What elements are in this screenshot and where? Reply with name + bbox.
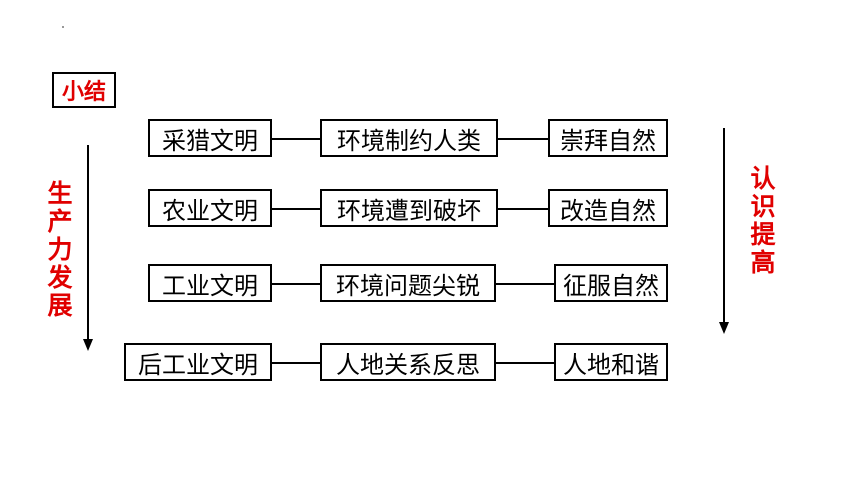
cognition-label: 认识提高 <box>750 164 776 277</box>
summary-title: 小结 <box>52 72 116 108</box>
stage-box: 农业文明 <box>148 189 272 227</box>
attitude-box: 人地和谐 <box>554 343 668 381</box>
attitude-box: 改造自然 <box>548 189 668 227</box>
connector-line <box>498 138 548 140</box>
connector-line <box>272 138 320 140</box>
relation-box: 人地关系反思 <box>320 343 496 381</box>
relation-box: 环境遭到破坏 <box>320 189 498 227</box>
relation-box: 环境制约人类 <box>320 119 498 157</box>
stage-box: 工业文明 <box>148 264 272 302</box>
connector-line <box>272 208 320 210</box>
connector-line <box>496 283 554 285</box>
attitude-box: 崇拜自然 <box>548 119 668 157</box>
productivity-label: 生产力发展 <box>47 179 73 320</box>
connector-line <box>496 362 554 364</box>
decorative-dot <box>62 26 64 28</box>
connector-line <box>272 283 320 285</box>
connector-line <box>272 362 320 364</box>
connector-line <box>498 208 548 210</box>
stage-box: 后工业文明 <box>124 343 272 381</box>
attitude-box: 征服自然 <box>554 264 668 302</box>
relation-box: 环境问题尖锐 <box>320 264 496 302</box>
stage-box: 采猎文明 <box>148 119 272 157</box>
left-down-arrow <box>83 145 93 351</box>
right-down-arrow <box>719 128 729 334</box>
